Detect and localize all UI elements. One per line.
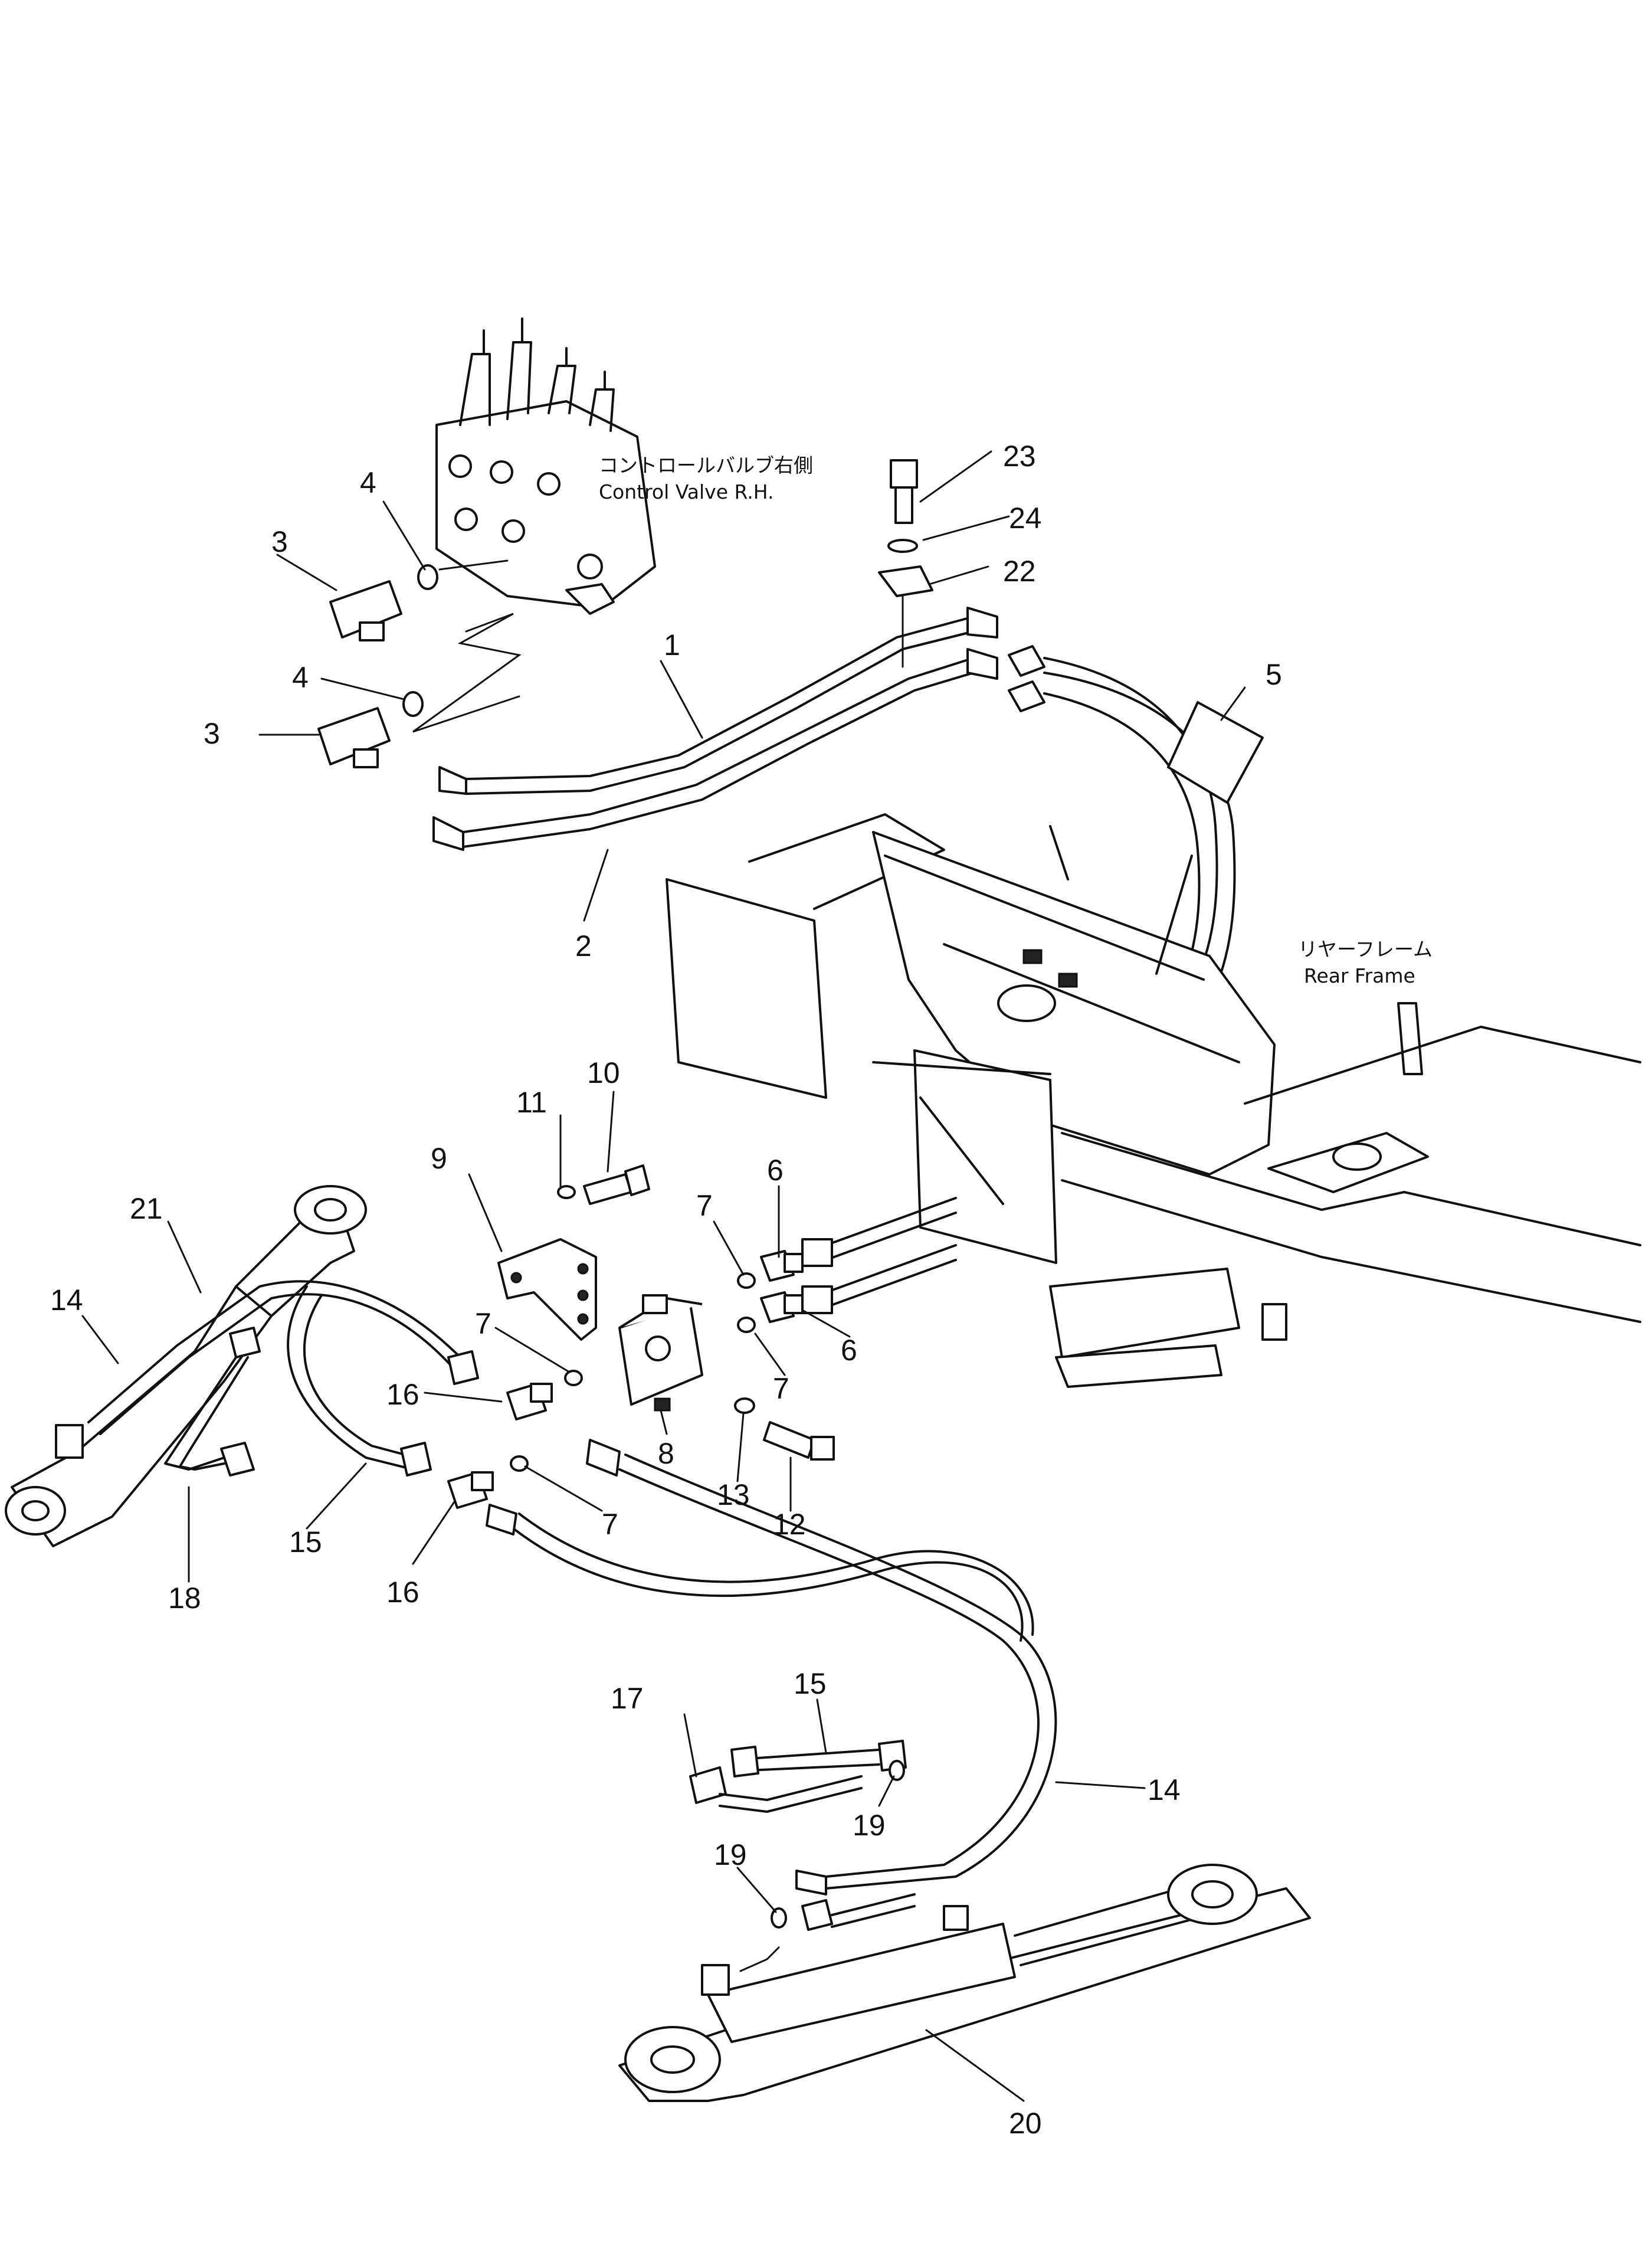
washer-24: [887, 539, 918, 553]
callout-16-lower: 16: [386, 1576, 419, 1609]
fitting-6-upper: [760, 1250, 804, 1282]
callout-7-a: 7: [696, 1189, 713, 1222]
o-ring-4-upper: [417, 564, 438, 590]
o-ring-19-upper: [889, 1760, 905, 1781]
callout-7-c: 7: [773, 1372, 789, 1405]
leader-lines: [81, 450, 1246, 2102]
rear-frame: [666, 813, 1641, 1388]
callout-15-lower: 15: [794, 1667, 827, 1700]
callout-5: 5: [1266, 658, 1282, 691]
callout-18: 18: [168, 1582, 201, 1615]
callout-20: 20: [1009, 2107, 1042, 2140]
elbow-16-lower: [447, 1471, 494, 1509]
callout-12: 12: [773, 1508, 806, 1541]
callout-6-upper: 6: [767, 1154, 784, 1187]
hose-15-lower: [486, 1504, 1034, 1642]
bolt-23: [890, 459, 918, 524]
callout-7-b: 7: [475, 1307, 491, 1340]
callout-21: 21: [130, 1192, 163, 1225]
callout-3-lower: 3: [204, 717, 220, 750]
elbow-17: [689, 1766, 863, 1813]
o-ring-4-lower: [402, 691, 424, 717]
callout-8: 8: [658, 1437, 674, 1470]
callout-4-upper: 4: [360, 466, 376, 499]
hose-15-short: [730, 1740, 907, 1777]
control-valve-label-jp: コントロールバルブ右側: [599, 454, 813, 477]
callout-9: 9: [431, 1142, 447, 1175]
fitting-6-lower: [760, 1291, 804, 1323]
steel-tube-2: [432, 648, 998, 851]
callout-16-upper: 16: [386, 1378, 419, 1411]
bracket-9: [497, 1238, 597, 1341]
rear-frame-label-en: Rear Frame: [1304, 964, 1415, 987]
rear-frame-label-jp: リヤーフレーム: [1298, 938, 1433, 961]
callout-10: 10: [587, 1056, 620, 1089]
control-valve-label-en: Control Valve R.H.: [599, 480, 773, 503]
callout-3-upper: 3: [271, 525, 288, 558]
callout-13: 13: [717, 1478, 750, 1511]
callout-11: 11: [516, 1086, 547, 1119]
control-valve: [435, 317, 656, 615]
hose-14-upper: [87, 1280, 479, 1435]
callout-2: 2: [575, 929, 592, 963]
cylinder-20: [618, 1864, 1311, 2102]
callout-19-lower: 19: [714, 1838, 747, 1871]
callout-7-d: 7: [602, 1508, 618, 1541]
callout-14-lower: 14: [1148, 1773, 1181, 1806]
bolt-12: [763, 1421, 835, 1461]
bolt-10: [583, 1164, 650, 1205]
washer-11: [557, 1185, 576, 1199]
o-ring-7-a: [737, 1272, 756, 1289]
o-ring-7-b: [737, 1317, 756, 1333]
callout-14-upper: 14: [50, 1284, 83, 1317]
washer-13: [734, 1397, 755, 1414]
o-ring-7-d: [510, 1455, 529, 1472]
steel-tube-1: [438, 607, 998, 795]
o-ring-7-c: [564, 1370, 583, 1386]
elbow-fitting-3-lower: [317, 707, 391, 768]
hose-5: [1008, 645, 1236, 1016]
tag-5: [1167, 701, 1264, 804]
callout-19-upper: 19: [853, 1809, 886, 1842]
callout-4-lower: 4: [292, 661, 309, 694]
tube-18: [164, 1327, 261, 1477]
valve-8: [618, 1294, 703, 1412]
elbow-fitting-3-upper: [329, 580, 402, 641]
callout-23: 23: [1003, 440, 1036, 473]
callout-24: 24: [1009, 502, 1042, 535]
hose-15-upper: [287, 1285, 432, 1477]
elbow-16-upper: [506, 1383, 553, 1420]
o-ring-19-lower: [771, 1907, 787, 1929]
callout-1: 1: [664, 628, 680, 662]
callout-22: 22: [1003, 555, 1036, 588]
callout-6-lower: 6: [841, 1334, 857, 1367]
hose-14-lower: [586, 1439, 1057, 1896]
callout-17: 17: [611, 1682, 644, 1715]
clamp-22: [878, 565, 933, 668]
callout-15-upper: 15: [289, 1525, 322, 1559]
cylinder-21: [5, 1185, 367, 1547]
